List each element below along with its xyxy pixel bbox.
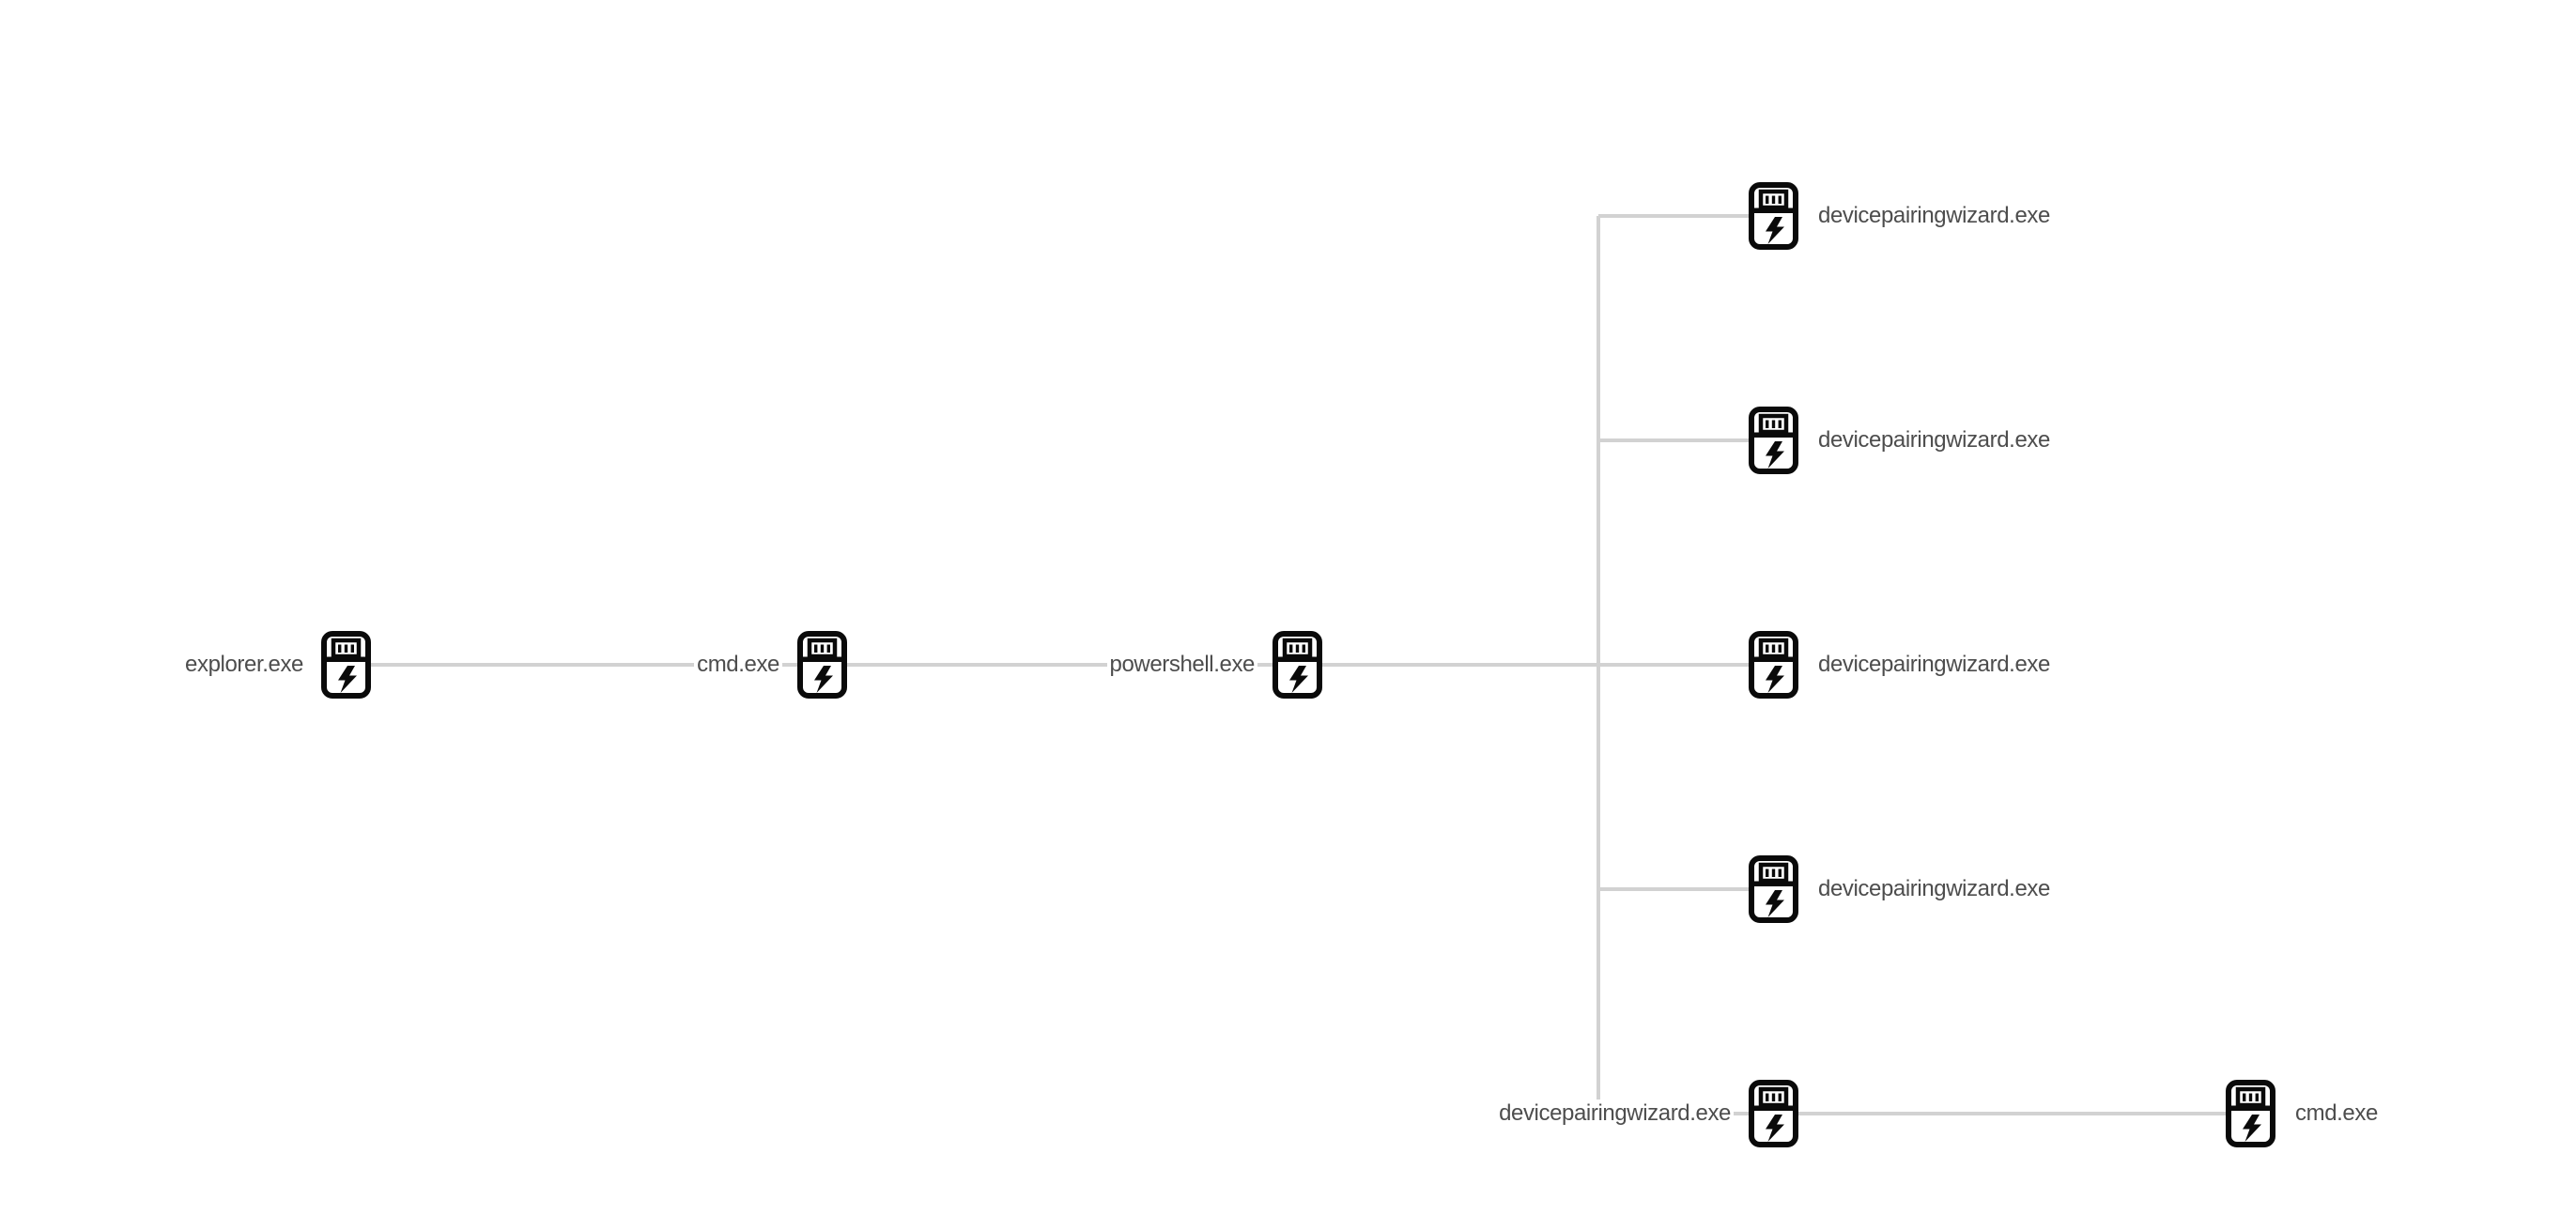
process-label-dpw2[interactable]: devicepairingwizard.exe [1815,426,2053,454]
process-icon[interactable] [1749,631,1798,699]
connector-line [1598,887,1774,891]
process-node-dpw4[interactable] [1749,855,1798,923]
process-node-dpw3[interactable] [1749,631,1798,699]
process-node-cmd2[interactable] [2226,1080,2275,1147]
connector-line [1598,1112,2251,1115]
process-icon[interactable] [1273,631,1322,699]
process-node-explorer[interactable] [321,631,371,699]
process-node-dpw1[interactable] [1749,182,1798,250]
process-node-powershell[interactable] [1273,631,1322,699]
process-label-explorer[interactable]: explorer.exe [182,651,306,679]
process-icon[interactable] [797,631,847,699]
process-label-cmd1[interactable]: cmd.exe [694,651,782,679]
connector-line [1598,214,1774,218]
process-label-cmd2[interactable]: cmd.exe [2292,1100,2381,1128]
connector-line [1598,438,1774,442]
process-label-dpw1[interactable]: devicepairingwizard.exe [1815,202,2053,230]
process-node-dpw5[interactable] [1749,1080,1798,1147]
process-node-cmd1[interactable] [797,631,847,699]
process-icon[interactable] [2226,1080,2275,1147]
connector-line [347,663,1774,667]
process-label-dpw3[interactable]: devicepairingwizard.exe [1815,651,2053,679]
connector-line [1597,216,1600,1114]
process-icon[interactable] [321,631,371,699]
process-label-dpw4[interactable]: devicepairingwizard.exe [1815,875,2053,903]
process-icon[interactable] [1749,407,1798,474]
process-node-dpw2[interactable] [1749,407,1798,474]
process-icon[interactable] [1749,182,1798,250]
process-label-powershell[interactable]: powershell.exe [1106,651,1257,679]
process-icon[interactable] [1749,1080,1798,1147]
process-label-dpw5[interactable]: devicepairingwizard.exe [1496,1100,1734,1128]
process-icon[interactable] [1749,855,1798,923]
